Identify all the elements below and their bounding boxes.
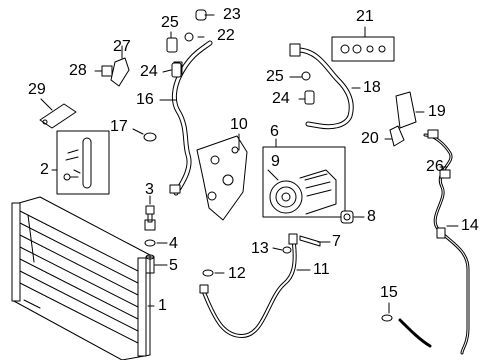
callout-5: 5: [169, 257, 178, 274]
condenser-part: [11, 196, 151, 360]
long-line-part: [398, 129, 470, 355]
callout-18: 18: [363, 79, 381, 96]
callout-17: 17: [110, 118, 128, 135]
callout-13: 13: [251, 240, 269, 257]
callout-9: 9: [271, 153, 280, 170]
o-ring-kit-part: [331, 36, 395, 62]
callout-11: 11: [313, 261, 330, 278]
callout-19: 19: [428, 103, 446, 120]
clamp-bracket-part: [101, 57, 130, 87]
callout-7: 7: [332, 233, 341, 250]
callout-2: 2: [40, 161, 49, 178]
callout-8: 8: [367, 208, 376, 225]
callout-25-upper: 25: [161, 14, 179, 31]
discharge-hose-part: [199, 233, 298, 338]
callout-10: 10: [230, 116, 248, 133]
callout-25-lower: 25: [266, 68, 284, 85]
callout-4: 4: [169, 235, 178, 252]
callout-22: 22: [217, 27, 235, 44]
o-rings: [202, 246, 393, 322]
bolt-and-nut: [299, 210, 354, 247]
o-ring-17: [143, 132, 157, 142]
callout-24-upper: 24: [140, 63, 158, 80]
switch-parts: [144, 205, 156, 274]
receiver-drier-part: [56, 130, 110, 195]
valve-fittings: [166, 9, 207, 78]
callout-16: 16: [136, 91, 154, 108]
callout-27: 27: [113, 38, 131, 55]
callout-1: 1: [158, 297, 167, 314]
callout-3: 3: [145, 181, 154, 198]
callout-23: 23: [223, 6, 241, 23]
callout-29: 29: [28, 81, 46, 98]
callout-15: 15: [380, 284, 398, 301]
callout-6: 6: [270, 123, 279, 140]
compressor-part: [262, 146, 346, 218]
mount-bracket-part: [39, 103, 77, 129]
callout-21: 21: [356, 8, 374, 25]
callout-12: 12: [228, 265, 246, 282]
hose-brackets: [389, 91, 417, 147]
leader-lines: [40, 14, 459, 314]
callout-24-lower: 24: [272, 90, 290, 107]
liquid-hose-part: [289, 43, 354, 130]
callout-26: 26: [426, 158, 444, 175]
callout-28: 28: [69, 62, 87, 79]
callout-14: 14: [461, 217, 479, 234]
callout-20: 20: [361, 130, 379, 147]
